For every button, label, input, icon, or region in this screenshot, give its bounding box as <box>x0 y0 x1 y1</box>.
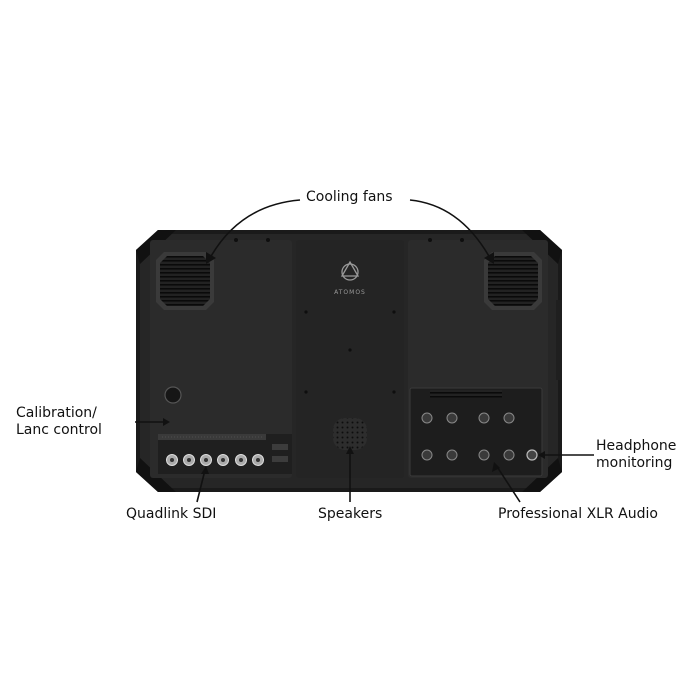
xlr-audio-panel <box>409 387 543 477</box>
sdi-port-panel <box>158 434 292 474</box>
calibration-label-line1: Calibration/ <box>16 405 97 421</box>
xlr-connectors <box>421 412 515 461</box>
quadlink-sdi-label: Quadlink SDI <box>126 506 217 522</box>
xlr-audio-label: Professional XLR Audio <box>498 506 658 522</box>
center-panel <box>296 240 404 478</box>
speakers-label: Speakers <box>318 506 383 522</box>
calibration-label-line2: Lanc control <box>16 422 102 438</box>
calibration-label: Calibration/ Lanc control <box>16 405 102 439</box>
headphone-label-line1: Headphone <box>596 438 677 454</box>
headphone-label: Headphone monitoring <box>596 438 676 472</box>
atomos-logo <box>340 260 360 281</box>
cooling-fans-label: Cooling fans <box>306 189 393 205</box>
brand-text: ATOMOS <box>334 289 366 296</box>
calibration-knob <box>164 386 182 404</box>
headphone-label-line2: monitoring <box>596 455 673 471</box>
speaker-grille <box>333 418 367 450</box>
headphone-jack <box>526 449 538 461</box>
